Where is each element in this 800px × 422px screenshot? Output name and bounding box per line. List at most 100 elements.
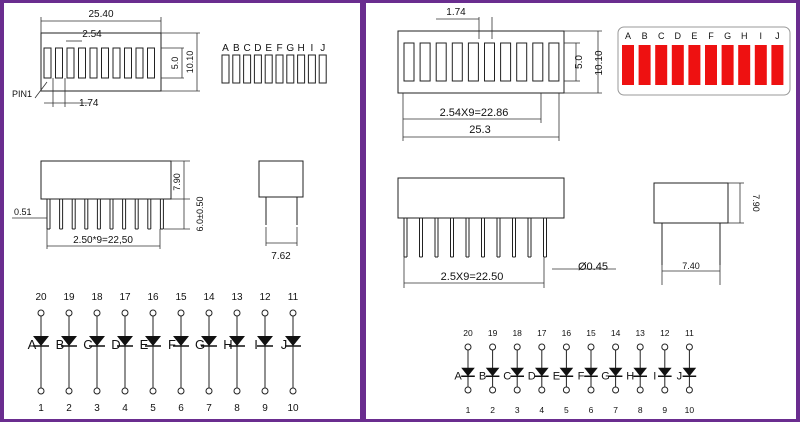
segment-box-h (297, 54, 306, 84)
cathode-terminal (661, 386, 669, 394)
end-body (653, 182, 729, 224)
segment-8 (516, 42, 528, 82)
segment-row (403, 42, 560, 82)
dim-end-width: 7.40 (682, 261, 700, 271)
anode-terminal (562, 343, 570, 351)
pin-number-top-18: 18 (91, 292, 103, 303)
cathode-terminal (513, 386, 521, 394)
segment-6 (101, 47, 109, 79)
cathode-terminal (37, 387, 45, 395)
segment-letter-c: C (243, 43, 250, 54)
dim-body-height: 10.10 (594, 50, 605, 75)
pin-number-top-14: 14 (611, 328, 621, 338)
pin-number-bottom-2: 2 (66, 403, 72, 414)
right-side-view: 2.5X9=22.50 Ø0.45 (397, 177, 616, 288)
anode-terminal (464, 343, 472, 351)
led-segment-c (655, 45, 668, 85)
led-preview-frame (617, 26, 791, 96)
pin-number-top-11: 11 (288, 292, 299, 303)
cathode-terminal (636, 386, 644, 394)
pin-number-top-18: 18 (512, 328, 522, 338)
diode-triangle (33, 336, 49, 346)
segment-9 (135, 47, 144, 79)
dim-side-height: 7.90 (172, 173, 182, 191)
led-segment-d (671, 45, 684, 85)
pin-number-bottom-8: 8 (234, 403, 240, 414)
pin-number-top-17: 17 (119, 292, 131, 303)
pin-number-bottom-7: 7 (613, 405, 618, 415)
anode-terminal (685, 343, 693, 351)
diode-triangle (608, 367, 623, 377)
diode-label-c: C (83, 337, 92, 352)
anode-terminal (513, 343, 521, 351)
segment-letter-b: B (233, 43, 240, 54)
cathode-terminal (587, 386, 595, 394)
diode-triangle (485, 367, 500, 377)
pin-number-bottom-2: 2 (490, 405, 495, 415)
diode-label-d: D (111, 337, 120, 352)
diode-label-b: B (56, 337, 65, 352)
cathode-terminal (93, 387, 101, 395)
pin-number-top-20: 20 (35, 292, 47, 303)
segment-row (43, 47, 155, 79)
diode-triangle (559, 367, 574, 377)
right-schematic: 20A119B218C317D416E515F614G713H812I911J1… (454, 328, 697, 415)
diode-triangle (61, 336, 77, 346)
anode-terminal (661, 343, 669, 351)
diode-triangle (257, 336, 273, 346)
dim-pin-span: 2.5X9=22.50 (441, 271, 504, 283)
segment-7 (112, 47, 121, 79)
pin-number-bottom-4: 4 (539, 405, 544, 415)
diode-label-j: J (677, 370, 683, 382)
anode-terminal (93, 309, 101, 317)
pin-number-bottom-6: 6 (589, 405, 594, 415)
segment-letter-d: D (254, 43, 261, 54)
pin-number-top-11: 11 (685, 328, 694, 338)
led-letter-h: H (741, 31, 748, 41)
anode-terminal (149, 309, 157, 317)
side-body (40, 160, 172, 200)
pin-number-bottom-9: 9 (262, 403, 268, 414)
dim-segment-width: 1.74 (79, 98, 99, 109)
segment-7 (500, 42, 512, 82)
side-pins (46, 199, 164, 230)
led-letter-a: A (625, 31, 631, 41)
dim-pin-length: 6.0±0.50 (195, 197, 205, 232)
segment-box-i (307, 54, 316, 84)
anode-terminal (587, 343, 595, 351)
pin-number-top-17: 17 (537, 328, 547, 338)
segment-2 (55, 47, 63, 79)
dim-pitch: 2.54 (82, 29, 102, 40)
segment-box-e (264, 54, 273, 84)
pin-number-bottom-5: 5 (150, 403, 156, 414)
led-letter-c: C (658, 31, 665, 41)
pin-number-bottom-10: 10 (287, 403, 299, 414)
cathode-terminal (612, 386, 620, 394)
left-schematic: 20A119B218C317D416E515F614G713H812I911J1… (28, 292, 301, 414)
right-end-view: 7.90 7.40 (653, 182, 761, 285)
pin-number-bottom-3: 3 (94, 403, 100, 414)
led-letter-e: E (691, 31, 697, 41)
diode-label-f: F (168, 337, 176, 352)
led-segment-e (688, 45, 701, 85)
diode-triangle (584, 367, 598, 377)
cathode-terminal (464, 386, 472, 394)
anode-terminal (65, 309, 73, 317)
pin-number-top-20: 20 (463, 328, 473, 338)
pin-number-bottom-5: 5 (564, 405, 569, 415)
anode-terminal (121, 309, 129, 317)
diode-triangle (510, 367, 524, 377)
anode-terminal (612, 343, 620, 351)
diode-label-h: H (626, 370, 634, 382)
diode-label-e: E (140, 337, 149, 352)
pin-number-top-13: 13 (635, 328, 645, 338)
pin-number-top-15: 15 (175, 292, 187, 303)
cathode-terminal (489, 386, 497, 394)
dim-segment-width: 1.74 (446, 7, 466, 18)
led-segment-i (754, 45, 767, 85)
diode-label-g: G (601, 370, 610, 382)
pin-number-top-12: 12 (259, 292, 271, 303)
